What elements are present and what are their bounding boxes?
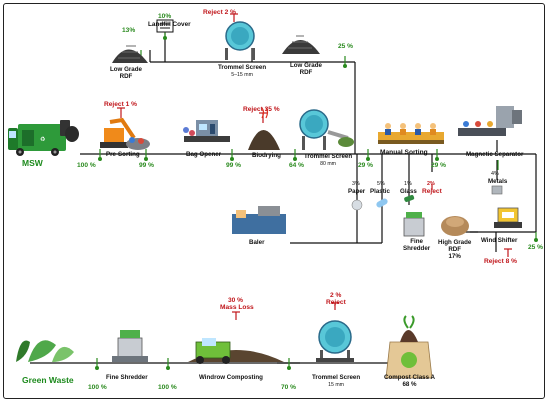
windrow-percent: 70 % <box>281 384 297 391</box>
windrow-composter-icon <box>188 338 284 364</box>
biodrying-reject: Reject 35 % <box>243 106 280 113</box>
compost-bag-icon <box>385 315 433 379</box>
plastic-bottle-icon <box>376 198 388 208</box>
sorting-reject-percent: 2% <box>427 181 435 187</box>
diagram-frame <box>3 3 545 399</box>
trommel-screen-icon <box>299 109 354 150</box>
paper-label: Paper <box>348 188 366 195</box>
low-grade-rdf-percent: 13% <box>122 27 136 34</box>
trommel-percent: 29 % <box>358 162 374 169</box>
wind-shifter-icon <box>494 207 522 228</box>
plastic-label: Plastic <box>370 188 390 195</box>
trommel-top-icon <box>225 21 255 60</box>
fine-shredder-icon <box>403 212 425 237</box>
bag-opener-icon <box>183 120 230 142</box>
biodrying-label: Biodrying <box>252 152 281 159</box>
biodrying-pile-icon <box>248 107 280 150</box>
metals-label: Metals <box>488 178 508 185</box>
green-fine-shredder-label: Fine Shredder <box>106 374 148 381</box>
right-branch-percent: 25 % <box>528 244 544 251</box>
wind-shifter-reject: Reject 8 % <box>484 258 517 265</box>
pre-sorting-label: Pre-Sorting <box>106 151 140 158</box>
manual-sorting-label: Manual Sorting <box>380 149 428 156</box>
glass-bottle-icon <box>404 194 415 202</box>
flow-markers <box>94 30 538 371</box>
pre-sorting-reject: Reject 1 % <box>104 101 137 108</box>
green-waste-icon <box>16 340 74 362</box>
excavator-icon <box>100 117 150 150</box>
low-grade-rdf-pile-icon <box>112 45 148 63</box>
landfill-percent: 10% <box>158 13 172 20</box>
paper-percent: 3% <box>352 181 360 187</box>
magnetic-separator-icon <box>458 106 522 136</box>
reject-top-label: Reject 2 % <box>203 9 236 16</box>
high-grade-rdf-icon <box>441 216 469 236</box>
plastic-percent: 5% <box>377 181 385 187</box>
top-right-percent: 25 % <box>338 43 354 50</box>
wind-shifter-label: Wind Shifter <box>481 237 518 244</box>
green-fine-shredder-icon <box>112 330 148 362</box>
bag-opener-percent: 99 % <box>226 162 242 169</box>
garbage-truck-icon: ♻ <box>8 120 79 156</box>
biodrying-percent: 64 % <box>289 162 305 169</box>
manual-sorting-icon <box>378 123 444 144</box>
paper-icon <box>351 199 363 211</box>
sorting-reject-label: Reject <box>422 188 442 195</box>
magnetic-separator-label: Magnetic Separator <box>466 151 524 158</box>
bag-opener-label: Bag Opener <box>186 151 222 158</box>
glass-percent: 1% <box>404 181 412 187</box>
mass-loss-label: Mass Loss <box>220 304 254 311</box>
green-trommel-reject: Reject <box>326 299 346 306</box>
flow-lines <box>30 33 537 364</box>
windrow-label: Windrow Composting <box>199 374 263 381</box>
svg-text:♻: ♻ <box>40 136 45 143</box>
metals-icon <box>491 185 503 195</box>
msw-percent: 100 % <box>77 162 96 169</box>
reject-markers <box>117 13 512 320</box>
msw-label: MSW <box>22 158 43 168</box>
landfill-cover-icon <box>156 19 174 33</box>
green-waste-percent: 100 % <box>88 384 107 391</box>
mass-loss-percent: 30 % <box>228 297 244 304</box>
metals-percent: 4% <box>491 171 499 177</box>
green-trommel-reject-percent: 2 % <box>330 292 342 299</box>
green-waste-label: Green Waste <box>22 375 74 385</box>
baler-icon <box>232 206 286 234</box>
manual-sorting-percent: 29 % <box>431 162 447 169</box>
glass-label: Glass <box>400 188 417 195</box>
landfill-label: Landfill Cover <box>148 21 191 28</box>
baler-label: Baler <box>249 239 265 246</box>
low-grade-rdf-pile-icon-2 <box>282 35 320 54</box>
trommel-green-icon <box>316 320 354 362</box>
pre-sorting-percent: 99 % <box>139 162 155 169</box>
shredder-percent: 100 % <box>158 384 177 391</box>
